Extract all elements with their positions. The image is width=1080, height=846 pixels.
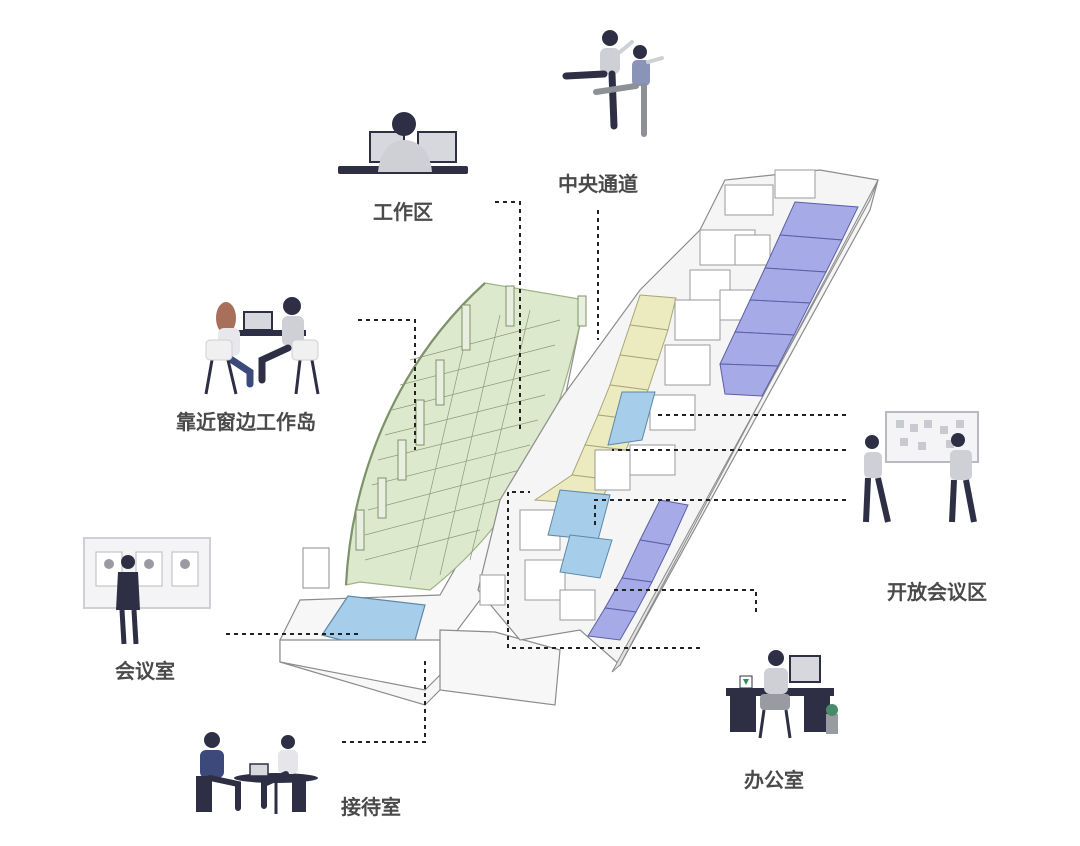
meeting-room-cells [547, 391, 656, 579]
window-curtain-wall [344, 282, 486, 586]
leader-lines [226, 201, 846, 743]
south-wall [279, 639, 441, 691]
label-central-corridor: 中央通道 [558, 172, 638, 196]
corner-room [302, 547, 330, 589]
floor-plan [279, 169, 879, 706]
leader-open-4 [507, 491, 700, 649]
label-window-workstation-island: 靠近窗边工作岛 [176, 410, 316, 434]
label-office: 办公室 [744, 768, 804, 792]
desk-worker-icon [338, 112, 468, 174]
structural-columns [355, 285, 587, 551]
label-meeting-room: 会议室 [115, 659, 175, 683]
whiteboard-discussion-icon [863, 411, 979, 523]
label-reception-room: 接待室 [341, 795, 401, 819]
label-work-area: 工作区 [373, 200, 433, 224]
presenter-icon [83, 537, 211, 645]
office-desk-worker-icon [726, 650, 838, 739]
jumping-people-icon [562, 30, 664, 137]
leader-reception [342, 658, 426, 743]
leader-window-island [358, 319, 416, 450]
workstation-desks [364, 309, 561, 581]
label-open-meeting-area: 开放会议区 [887, 580, 987, 604]
office-cells [587, 201, 859, 641]
leader-work-area [495, 201, 521, 430]
reception-meeting-icon [196, 732, 318, 814]
leader-open-3 [594, 499, 846, 525]
reception-block [439, 629, 561, 706]
collaborating-pair-icon [204, 297, 320, 395]
east-wall [611, 179, 879, 673]
